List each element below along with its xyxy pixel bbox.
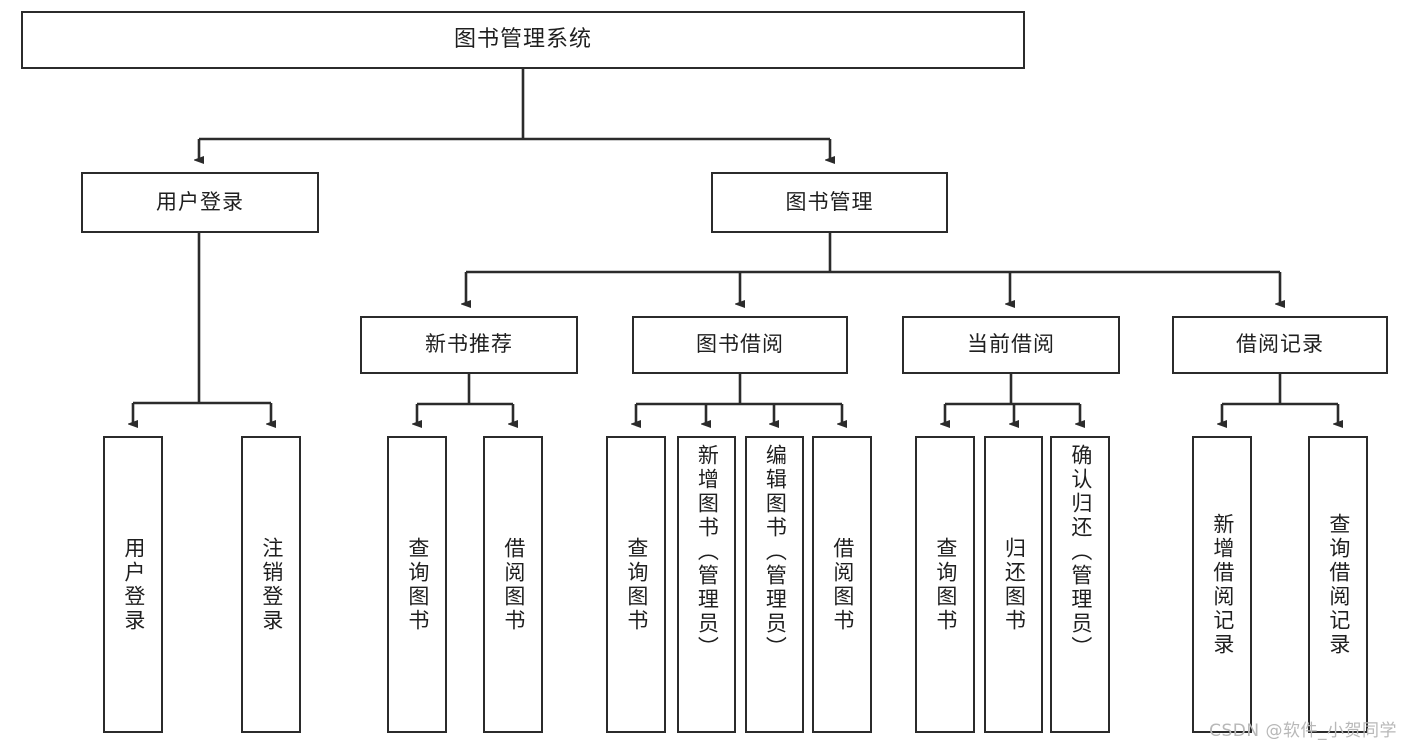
leaf-current-return-book-label: 归还图书 bbox=[1002, 536, 1027, 633]
leaf-newbook-borrow-book[interactable]: 借阅图书 bbox=[483, 436, 543, 733]
leaf-user-login-label: 用户登录 bbox=[121, 536, 146, 633]
leaf-current-confirm-return-admin[interactable]: 确认归还（管理员） bbox=[1050, 436, 1110, 733]
node-book-management[interactable]: 图书管理 bbox=[711, 172, 948, 233]
leaf-borrow-edit-book-admin-label: 编辑图书（管理员） bbox=[763, 444, 788, 660]
leaf-borrow-add-book-admin[interactable]: 新增图书（管理员） bbox=[677, 436, 736, 733]
leaf-user-logout-label: 注销登录 bbox=[259, 536, 284, 633]
node-root[interactable]: 图书管理系统 bbox=[21, 11, 1025, 69]
leaf-newbook-query-book[interactable]: 查询图书 bbox=[387, 436, 447, 733]
node-user-login[interactable]: 用户登录 bbox=[81, 172, 319, 233]
leaf-current-confirm-return-admin-label: 确认归还（管理员） bbox=[1068, 444, 1093, 660]
leaf-user-logout[interactable]: 注销登录 bbox=[241, 436, 301, 733]
leaf-borrow-query-book-label: 查询图书 bbox=[624, 536, 649, 633]
leaf-records-add-record[interactable]: 新增借阅记录 bbox=[1192, 436, 1252, 733]
node-current-borrow[interactable]: 当前借阅 bbox=[902, 316, 1120, 374]
leaf-current-return-book[interactable]: 归还图书 bbox=[984, 436, 1043, 733]
node-book-management-label: 图书管理 bbox=[785, 189, 874, 214]
node-book-borrow-label: 图书借阅 bbox=[696, 332, 784, 357]
node-new-book-recommend[interactable]: 新书推荐 bbox=[360, 316, 578, 374]
node-book-borrow[interactable]: 图书借阅 bbox=[632, 316, 848, 374]
node-user-login-label: 用户登录 bbox=[156, 189, 244, 214]
node-borrow-records-label: 借阅记录 bbox=[1236, 332, 1324, 357]
leaf-borrow-query-book[interactable]: 查询图书 bbox=[606, 436, 666, 733]
leaf-records-query-record[interactable]: 查询借阅记录 bbox=[1308, 436, 1368, 733]
leaf-newbook-query-book-label: 查询图书 bbox=[405, 536, 430, 633]
leaf-borrow-edit-book-admin[interactable]: 编辑图书（管理员） bbox=[745, 436, 804, 733]
leaf-user-login[interactable]: 用户登录 bbox=[103, 436, 163, 733]
leaf-records-add-record-label: 新增借阅记录 bbox=[1210, 512, 1235, 657]
leaf-borrow-borrow-book-label: 借阅图书 bbox=[830, 536, 855, 633]
node-root-label: 图书管理系统 bbox=[453, 26, 592, 52]
leaf-current-query-book-label: 查询图书 bbox=[933, 536, 958, 633]
leaf-records-query-record-label: 查询借阅记录 bbox=[1326, 512, 1351, 657]
leaf-borrow-borrow-book[interactable]: 借阅图书 bbox=[812, 436, 872, 733]
node-current-borrow-label: 当前借阅 bbox=[967, 332, 1055, 357]
leaf-current-query-book[interactable]: 查询图书 bbox=[915, 436, 975, 733]
node-new-book-recommend-label: 新书推荐 bbox=[425, 332, 513, 357]
watermark: CSDN @软件_小贺同学 bbox=[1209, 721, 1397, 741]
leaf-newbook-borrow-book-label: 借阅图书 bbox=[501, 536, 526, 633]
leaf-borrow-add-book-admin-label: 新增图书（管理员） bbox=[695, 444, 720, 660]
node-borrow-records[interactable]: 借阅记录 bbox=[1172, 316, 1388, 374]
